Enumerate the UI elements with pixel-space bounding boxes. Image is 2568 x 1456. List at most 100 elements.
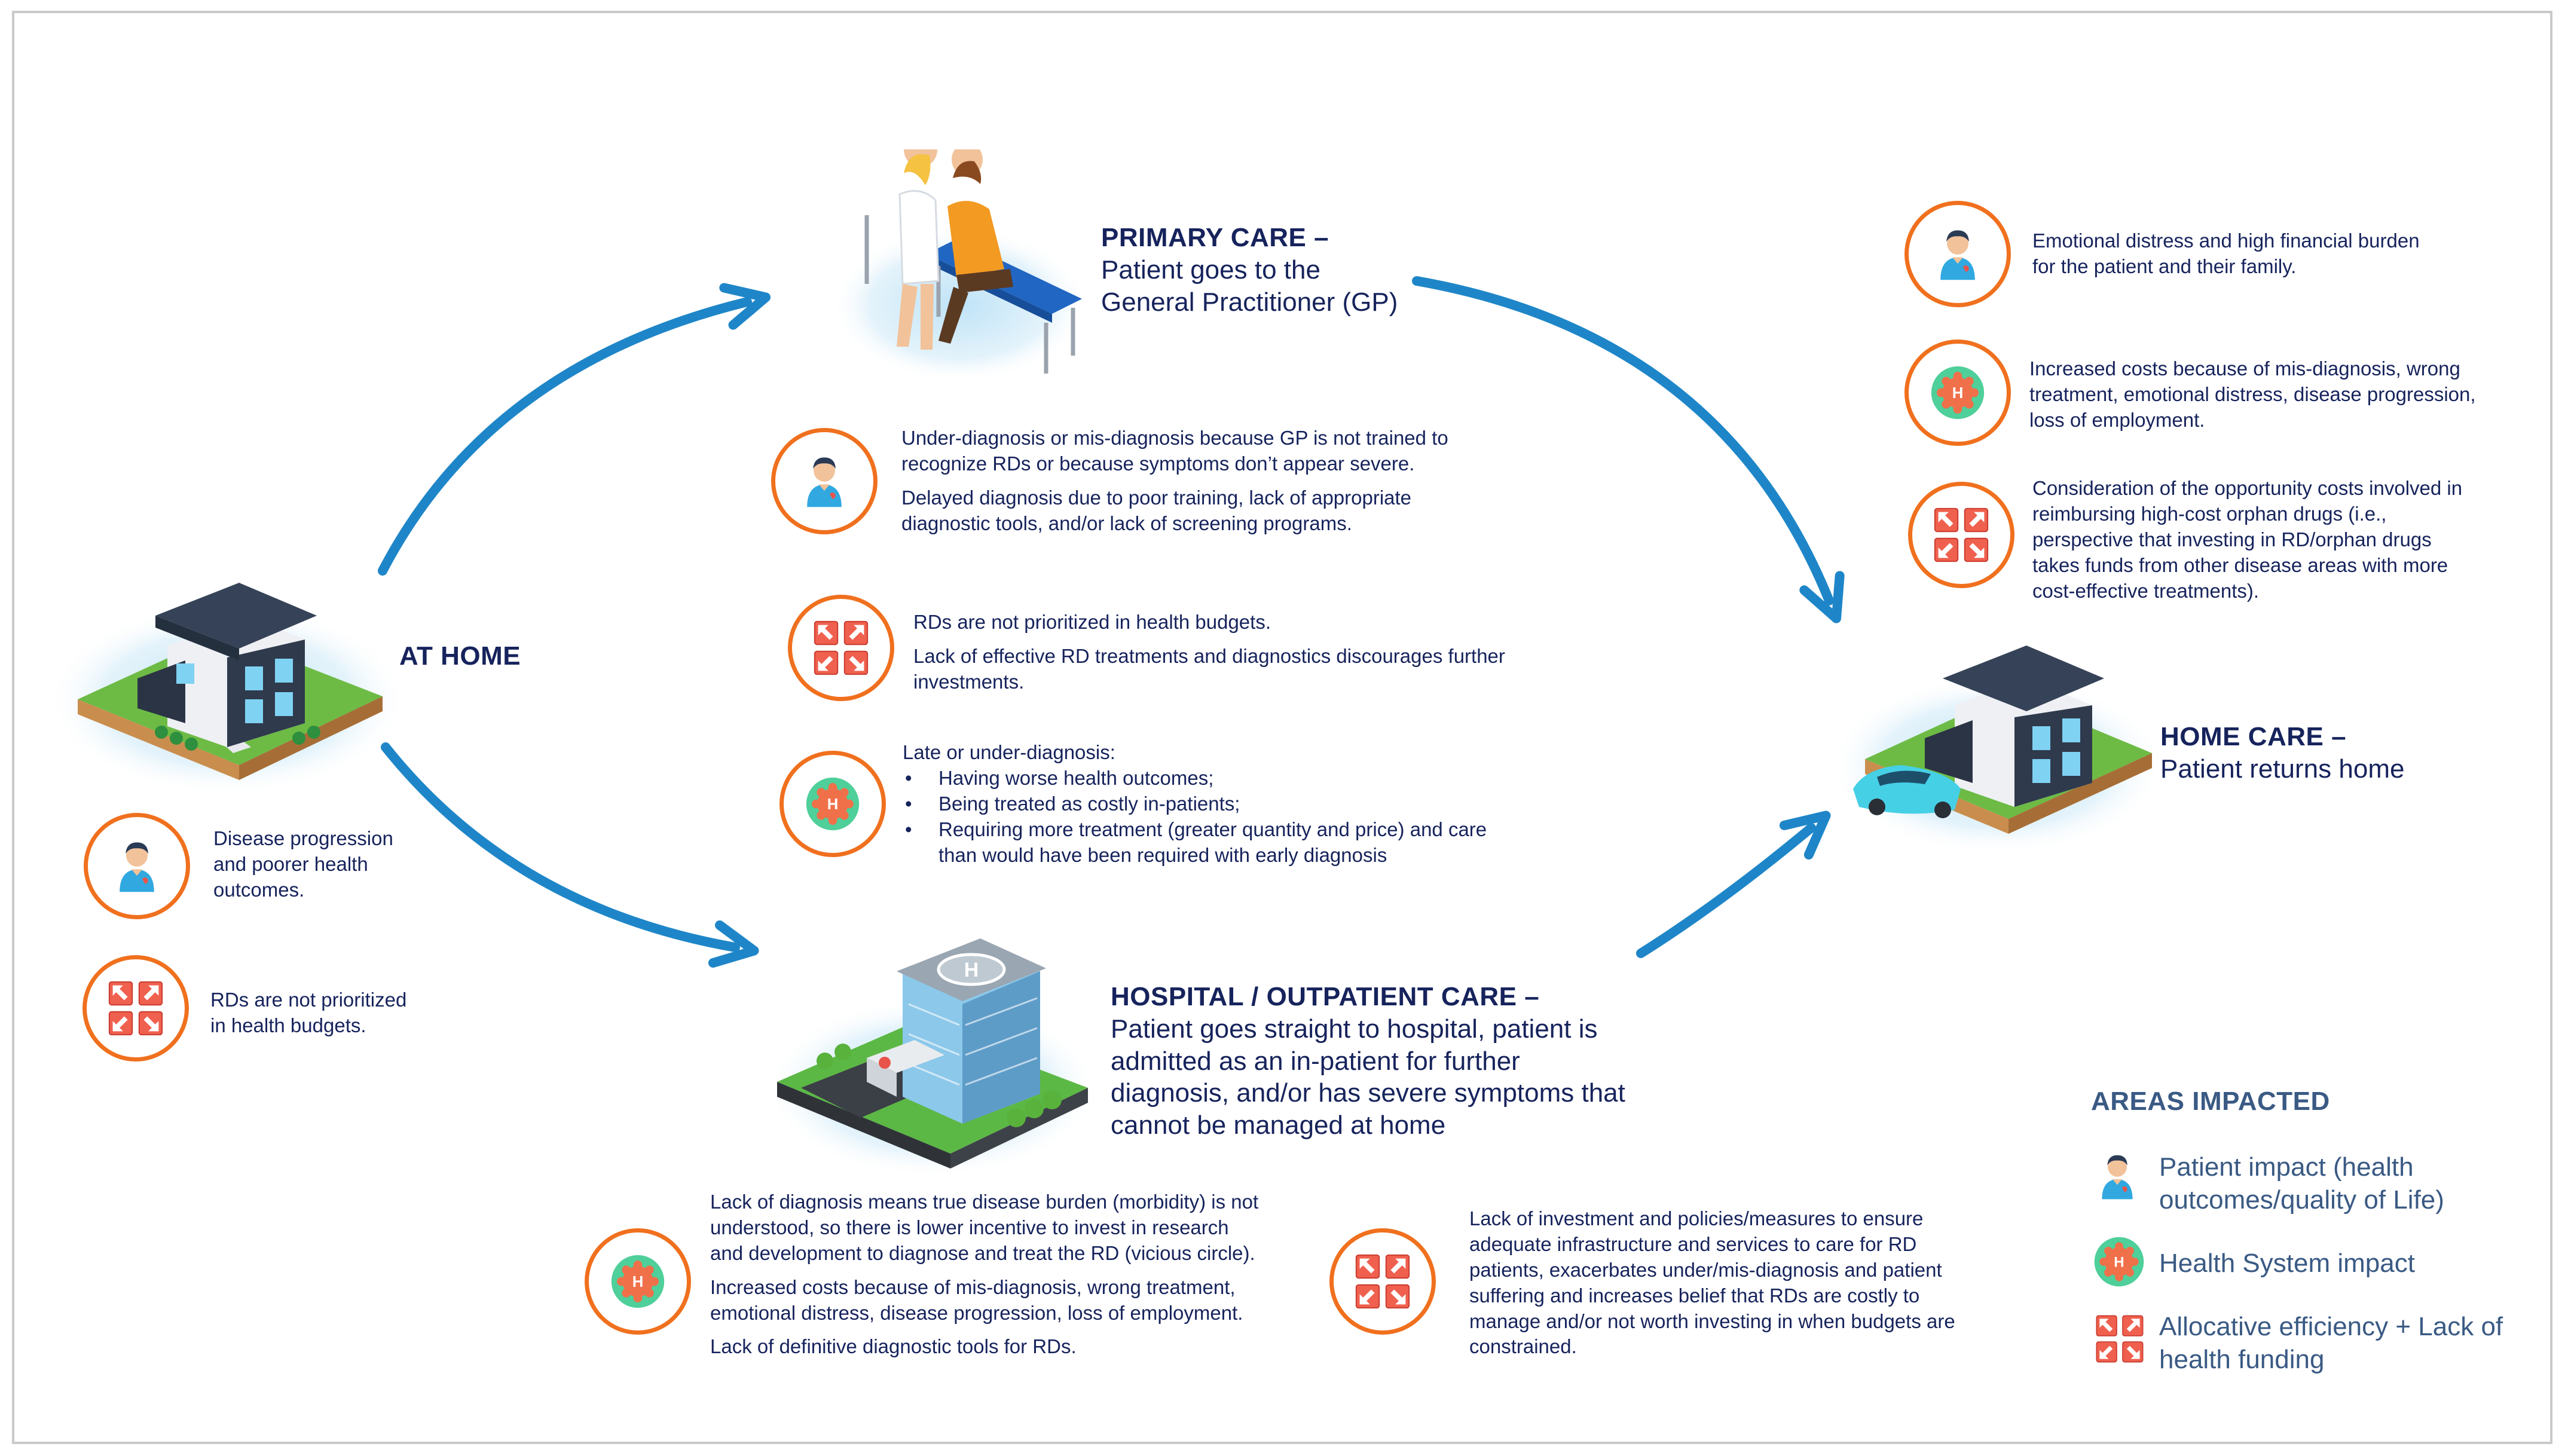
- text-line: constrained.: [1469, 1335, 1577, 1358]
- funding-arrows-icon: [1933, 506, 1990, 564]
- legend-label: health funding: [2159, 1345, 2325, 1374]
- text-line: Increased costs because of mis-diagnosis…: [2029, 357, 2460, 380]
- health-system-icon: [610, 1254, 665, 1309]
- text-line: perspective that investing in RD/orphan …: [2032, 528, 2432, 550]
- legend: AREAS IMPACTED: [2091, 1087, 2330, 1117]
- text-line: emotional distress, disease progression,…: [710, 1301, 1243, 1324]
- text-line: in health budgets.: [210, 1014, 366, 1036]
- text-line: diagnostic tools, and/or lack of screeni…: [901, 512, 1352, 534]
- homecare-funding-ring: [1908, 482, 2014, 588]
- stage-home-care: HOME CARE – Patient returns home: [2160, 720, 2404, 785]
- text-line: adequate infrastructure and services to …: [1469, 1232, 1917, 1255]
- legend-item-funding: Allocative efficiency + Lack of health f…: [2159, 1310, 2503, 1376]
- text-line: investments.: [913, 670, 1025, 693]
- patient-icon: [110, 839, 164, 893]
- text-line: Delayed diagnosis due to poor training, …: [901, 486, 1412, 509]
- homecare-funding-text: Consideration of the opportunity costs i…: [2032, 476, 2462, 604]
- funding-arrows-icon: [2095, 1314, 2145, 1364]
- text-line: RDs are not prioritized: [210, 989, 407, 1011]
- text-line: cost-effective treatments).: [2032, 579, 2260, 602]
- diagram-frame: [12, 11, 2552, 1444]
- arrow-primary-to-homecare: [1412, 276, 1845, 623]
- stage-hospital-title: HOSPITAL / OUTPATIENT CARE –: [1111, 982, 1540, 1011]
- home-patient-ring: [84, 813, 190, 919]
- funding-arrows-icon: [107, 980, 164, 1037]
- primary-funding-text: RDs are not prioritized in health budget…: [913, 610, 1505, 703]
- stage-primary-care-subtitle: General Practitioner (GP): [1101, 287, 1398, 317]
- text-line: Consideration of the opportunity costs i…: [2032, 477, 2463, 499]
- text-line: understood, so there is lower incentive …: [710, 1216, 1229, 1238]
- homecare-system-ring: [1904, 339, 2011, 446]
- list-item: Having worse health outcomes;: [903, 766, 1487, 791]
- text-line: Disease progression: [213, 827, 393, 849]
- primary-patient-ring: [771, 428, 878, 534]
- hospital-illustration: H: [765, 938, 1100, 1177]
- stage-hospital-subtitle: admitted as an in-patient for further: [1111, 1046, 1520, 1076]
- text-line: manage and/or not worth investing in whe…: [1469, 1310, 1955, 1332]
- patient-icon: [2093, 1146, 2141, 1206]
- legend-title: AREAS IMPACTED: [2091, 1087, 2330, 1116]
- homecare-system-text: Increased costs because of mis-diagnosis…: [2029, 356, 2476, 433]
- legend-funding-icon: [2095, 1314, 2148, 1368]
- arrow-home-to-primary: [378, 283, 771, 576]
- legend-label: outcomes/quality of Life): [2159, 1185, 2444, 1215]
- text-line: outcomes.: [213, 878, 305, 901]
- hospital-funding-text: Lack of investment and policies/measures…: [1469, 1206, 1955, 1360]
- homecare-patient-ring: [1904, 201, 2011, 307]
- legend-label: Health System impact: [2159, 1249, 2415, 1278]
- primary-funding-ring: [788, 595, 894, 701]
- text-line: RDs are not prioritized in health budget…: [913, 611, 1271, 633]
- patient-icon: [797, 454, 851, 508]
- stage-primary-care-subtitle: Patient goes to the: [1101, 255, 1320, 285]
- list-item-continuation: than would have been required with early…: [938, 843, 1387, 866]
- list-item: Requiring more treatment (greater quanti…: [903, 817, 1487, 843]
- legend-label: Allocative efficiency + Lack of: [2159, 1312, 2503, 1341]
- stage-hospital-subtitle: diagnosis, and/or has severe symptoms th…: [1111, 1078, 1625, 1108]
- health-system-icon: [805, 776, 860, 831]
- text-line: suffering and increases belief that RDs …: [1469, 1284, 1920, 1307]
- stage-home-care-subtitle: Patient returns home: [2160, 754, 2405, 784]
- stage-home-care-title: HOME CARE –: [2160, 722, 2347, 751]
- home-funding-ring: [82, 955, 189, 1062]
- legend-item-patient: Patient impact (health outcomes/quality …: [2159, 1151, 2444, 1216]
- stage-primary-care-title: PRIMARY CARE –: [1101, 223, 1329, 252]
- stage-primary-care: PRIMARY CARE – Patient goes to the Gener…: [1101, 221, 1398, 318]
- arrow-hospital-to-homecare: [1636, 810, 1831, 958]
- text-line: Lack of investment and policies/measures…: [1469, 1207, 1924, 1229]
- text-line: and poorer health: [213, 852, 368, 875]
- gp-illustration: [831, 149, 1088, 383]
- text-line: Under-diagnosis or mis-diagnosis because…: [901, 427, 1448, 449]
- text-line: treatment, emotional distress, disease p…: [2029, 383, 2476, 405]
- hospital-system-text: Lack of diagnosis means true disease bur…: [710, 1189, 1258, 1368]
- home-funding-text: RDs are not prioritized in health budget…: [210, 987, 406, 1039]
- primary-system-ring: [779, 751, 886, 857]
- text-line: loss of employment.: [2029, 408, 2205, 431]
- legend-system-icon: [2093, 1236, 2147, 1290]
- patient-icon: [1931, 227, 1985, 281]
- text-line: Lack of diagnosis means true disease bur…: [710, 1191, 1259, 1213]
- health-system-icon: [1930, 365, 1985, 420]
- stage-hospital: HOSPITAL / OUTPATIENT CARE – Patient goe…: [1111, 980, 1625, 1142]
- text-line: takes funds from other disease areas wit…: [2032, 553, 2448, 576]
- hospital-funding-ring: [1329, 1228, 1436, 1335]
- text-line: and development to diagnose and treat th…: [710, 1241, 1255, 1264]
- homecare-patient-text: Emotional distress and high financial bu…: [2032, 228, 2420, 280]
- hospital-system-ring: [585, 1228, 691, 1335]
- text-line: for the patient and their family.: [2032, 255, 2297, 277]
- funding-arrows-icon: [1354, 1253, 1411, 1310]
- text-line: recognize RDs or because symptoms don’t …: [901, 452, 1415, 475]
- home-patient-text: Disease progression and poorer health ou…: [213, 826, 393, 903]
- legend-item-system: Health System impact: [2159, 1247, 2415, 1280]
- text-line: Emotional distress and high financial bu…: [2032, 230, 2420, 252]
- health-system-icon: [2093, 1236, 2145, 1287]
- text-line: reimbursing high-cost orphan drugs (i.e.…: [2032, 502, 2387, 525]
- legend-label: Patient impact (health: [2159, 1152, 2414, 1182]
- stage-hospital-subtitle: cannot be managed at home: [1111, 1111, 1446, 1140]
- bullet-list: Having worse health outcomes; Being trea…: [903, 766, 1487, 843]
- primary-system-text: Late or under-diagnosis: Having worse he…: [903, 740, 1487, 868]
- text-line: Lack of definitive diagnostic tools for …: [710, 1335, 1077, 1358]
- helipad-letter: H: [964, 959, 979, 981]
- text-line: Lack of effective RD treatments and diag…: [913, 644, 1505, 667]
- list-item: Being treated as costly in-patients;: [903, 791, 1487, 817]
